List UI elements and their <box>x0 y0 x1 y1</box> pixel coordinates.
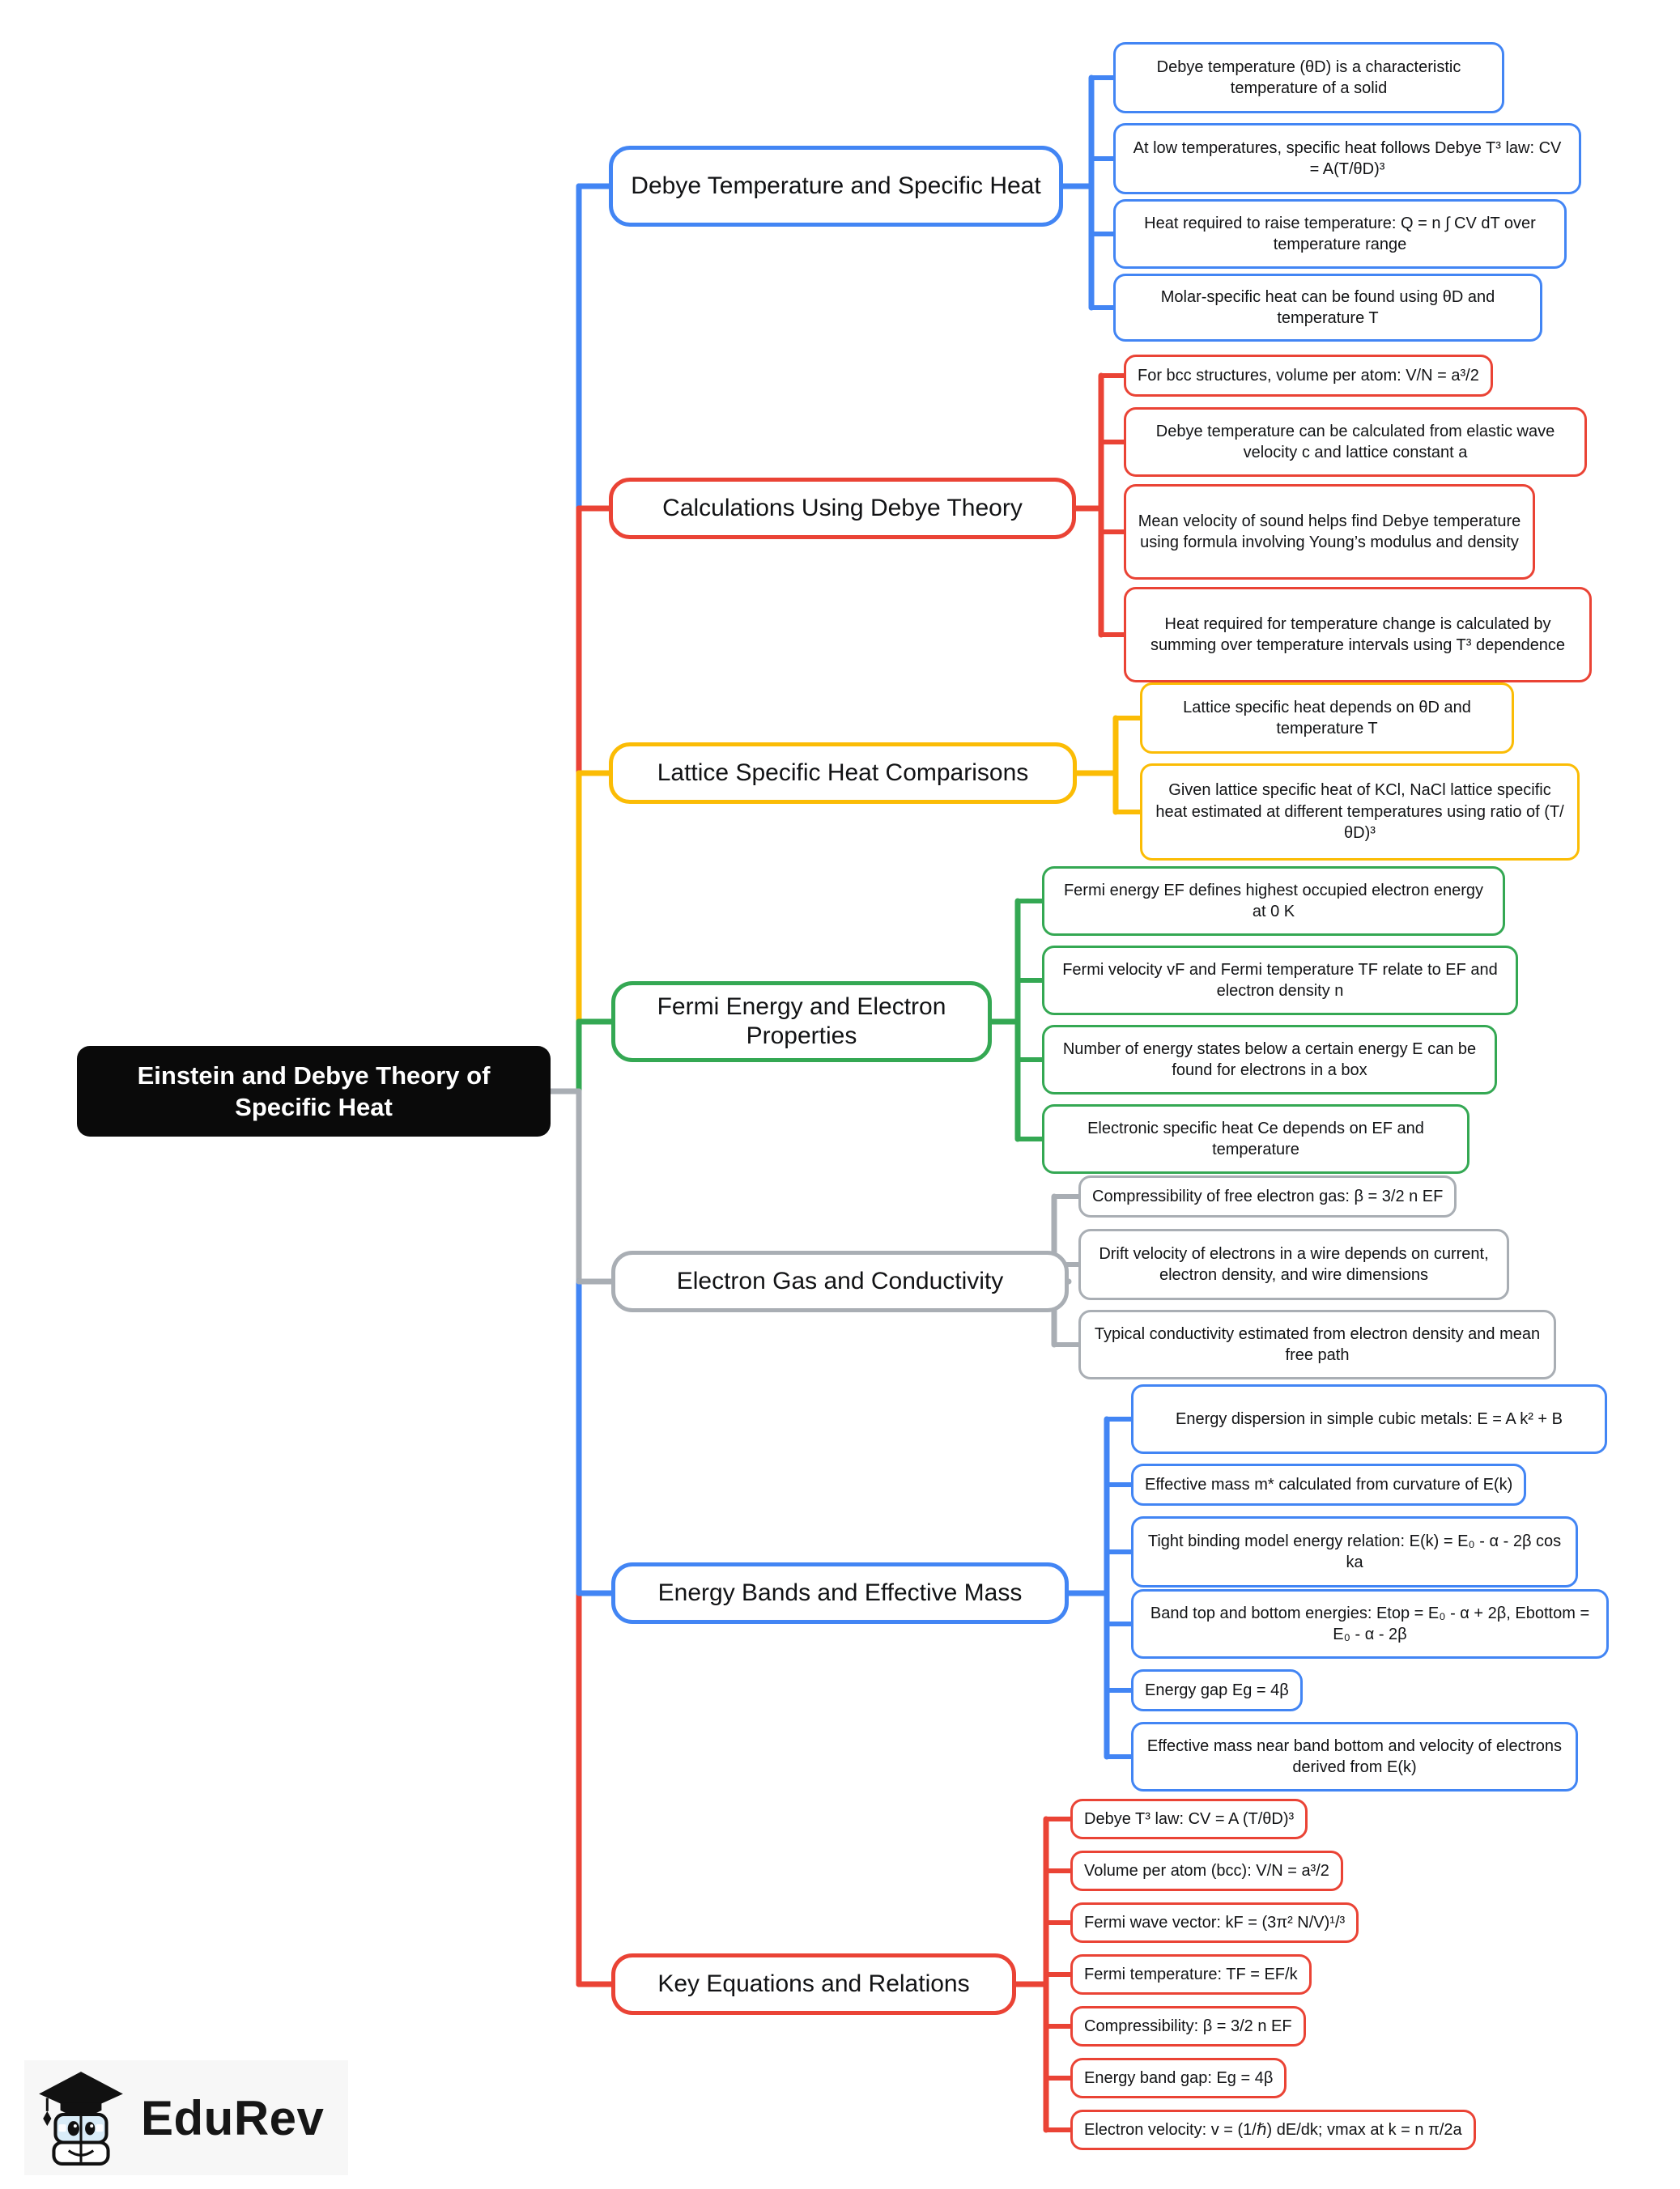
branch-node[interactable]: Key Equations and Relations <box>611 1953 1016 2015</box>
leaf-node[interactable]: Fermi temperature: TF = EF/k <box>1070 1954 1312 1995</box>
leaf-node[interactable]: Mean velocity of sound helps find Debye … <box>1124 484 1535 580</box>
branch-node[interactable]: Calculations Using Debye Theory <box>609 478 1076 539</box>
leaf-node[interactable]: At low temperatures, specific heat follo… <box>1113 123 1581 194</box>
leaf-node[interactable]: Given lattice specific heat of KCl, NaCl… <box>1140 763 1580 861</box>
edurev-brand-text: EduRev <box>141 2090 325 2145</box>
leaf-node[interactable]: Heat required to raise temperature: Q = … <box>1113 199 1567 269</box>
leaf-node[interactable]: Fermi wave vector: kF = (3π² N/V)¹/³ <box>1070 1902 1359 1943</box>
leaf-node[interactable]: Fermi energy EF defines highest occupied… <box>1042 866 1505 936</box>
leaf-node[interactable]: Fermi velocity vF and Fermi temperature … <box>1042 946 1518 1015</box>
leaf-node[interactable]: Heat required for temperature change is … <box>1124 587 1592 682</box>
leaf-node[interactable]: For bcc structures, volume per atom: V/N… <box>1124 355 1493 397</box>
leaf-node[interactable]: Number of energy states below a certain … <box>1042 1025 1497 1094</box>
leaf-node[interactable]: Effective mass near band bottom and velo… <box>1131 1722 1578 1792</box>
leaf-node[interactable]: Debye temperature (θD) is a characterist… <box>1113 42 1504 113</box>
leaf-node[interactable]: Compressibility: β = 3/2 n EF <box>1070 2006 1306 2047</box>
leaf-node[interactable]: Volume per atom (bcc): V/N = a³/2 <box>1070 1851 1343 1891</box>
leaf-node[interactable]: Debye T³ law: CV = A (T/θD)³ <box>1070 1799 1308 1839</box>
leaf-node[interactable]: Tight binding model energy relation: E(k… <box>1131 1516 1578 1588</box>
edurev-mascot-icon <box>39 2072 123 2166</box>
leaf-node[interactable]: Compressibility of free electron gas: β … <box>1078 1175 1457 1218</box>
branch-node[interactable]: Lattice Specific Heat Comparisons <box>609 742 1077 804</box>
leaf-node[interactable]: Energy dispersion in simple cubic metals… <box>1131 1384 1607 1454</box>
branch-node[interactable]: Electron Gas and Conductivity <box>611 1251 1069 1312</box>
leaf-node[interactable]: Electron velocity: v = (1/ℏ) dE/dk; vmax… <box>1070 2110 1476 2150</box>
leaf-node[interactable]: Band top and bottom energies: Etop = E₀ … <box>1131 1589 1609 1659</box>
branch-node[interactable]: Debye Temperature and Specific Heat <box>609 146 1063 227</box>
branch-node[interactable]: Energy Bands and Effective Mass <box>611 1562 1069 1624</box>
edurev-logo: EduRev <box>24 2060 349 2175</box>
leaf-node[interactable]: Drift velocity of electrons in a wire de… <box>1078 1229 1509 1300</box>
leaf-node[interactable]: Typical conductivity estimated from elec… <box>1078 1310 1556 1379</box>
leaf-node[interactable]: Energy gap Eg = 4β <box>1131 1669 1303 1711</box>
leaf-node[interactable]: Molar-specific heat can be found using θ… <box>1113 274 1542 342</box>
leaf-node[interactable]: Lattice specific heat depends on θD and … <box>1140 682 1514 754</box>
root-node[interactable]: Einstein and Debye Theory of Specific He… <box>77 1046 551 1137</box>
leaf-node[interactable]: Debye temperature can be calculated from… <box>1124 407 1587 477</box>
leaf-node[interactable]: Energy band gap: Eg = 4β <box>1070 2058 1287 2098</box>
branch-node[interactable]: Fermi Energy and Electron Properties <box>611 981 992 1062</box>
leaf-node[interactable]: Electronic specific heat Ce depends on E… <box>1042 1104 1469 1174</box>
leaf-node[interactable]: Effective mass m* calculated from curvat… <box>1131 1464 1527 1506</box>
